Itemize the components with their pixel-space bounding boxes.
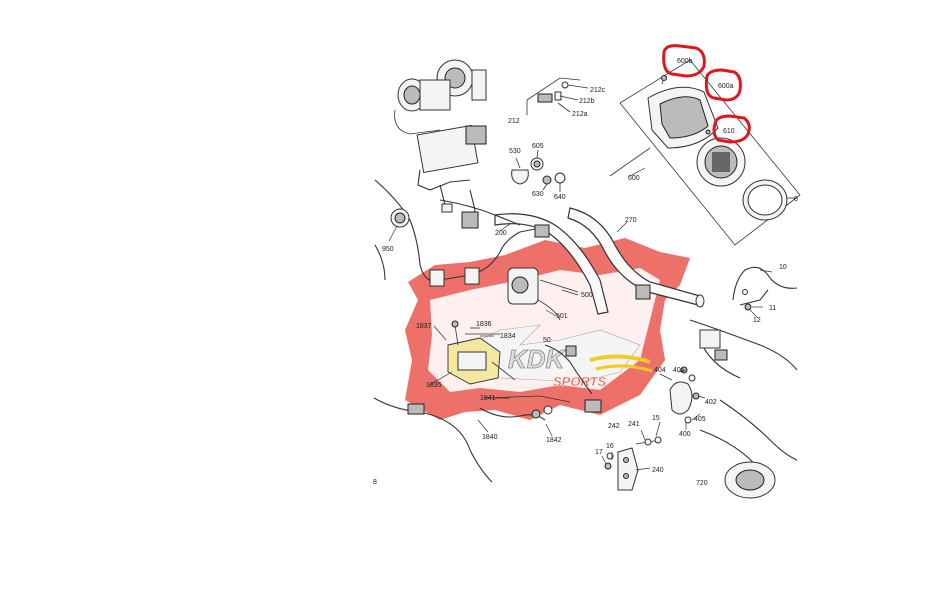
- label-240: 240: [652, 467, 664, 474]
- label-500: 500: [581, 292, 593, 299]
- highlight-marks: [662, 44, 751, 144]
- label-15: 15: [652, 415, 660, 422]
- watermark-brand-kdk: KDK: [508, 344, 567, 374]
- label-212b: 212b: [579, 98, 595, 105]
- sensor-500: [507, 267, 579, 321]
- label-212c: 212c: [590, 87, 606, 94]
- label-6: 6: [794, 196, 798, 203]
- label-241: 241: [628, 421, 640, 428]
- label-1835: 1835: [426, 382, 442, 389]
- leader-lines: [388, 167, 773, 471]
- label-17: 17: [595, 449, 603, 456]
- label-1837: 1837: [416, 323, 432, 330]
- label-720: 720: [696, 480, 708, 487]
- wire-harness-200: [373, 179, 550, 483]
- bracket-1835: [447, 320, 516, 385]
- hose-270: [494, 207, 705, 315]
- label-242: 242: [608, 423, 620, 430]
- label-610: 610: [723, 128, 735, 135]
- part-labels: 600b 600a 610 212c 212b 212a 212 605 530…: [373, 58, 798, 487]
- label-12: 12: [753, 317, 761, 324]
- label-405: 405: [694, 416, 706, 423]
- label-950: 950: [382, 246, 394, 253]
- label-11: 11: [769, 305, 776, 312]
- label-50: 50: [543, 337, 551, 344]
- label-270: 270: [625, 217, 637, 224]
- label-404: 404: [654, 367, 666, 374]
- label-1836: 1836: [476, 321, 492, 328]
- label-600: 600: [628, 175, 640, 182]
- label-600b: 600b: [677, 58, 693, 65]
- label-1842: 1842: [546, 437, 562, 444]
- label-1840: 1840: [482, 434, 498, 441]
- label-401: 401: [673, 367, 685, 374]
- gauge-cluster-600: [609, 59, 801, 246]
- label-640: 640: [554, 194, 566, 201]
- harness-50: [544, 344, 602, 413]
- watermark-logo: KDK SPORTS: [405, 238, 690, 420]
- label-212a: 212a: [572, 111, 588, 118]
- label-600a: 600a: [718, 83, 734, 90]
- label-530: 530: [509, 148, 521, 155]
- label-8: 8: [373, 479, 377, 486]
- throttle-body-assembly: [394, 59, 487, 229]
- label-16: 16: [606, 443, 614, 450]
- label-1834: 1834: [500, 333, 516, 340]
- label-10: 10: [779, 264, 787, 271]
- wire-harness-10: [689, 266, 798, 499]
- bracket-240: [604, 436, 662, 491]
- label-630: 630: [532, 191, 544, 198]
- label-1841: 1841: [480, 395, 496, 402]
- label-212: 212: [508, 118, 520, 125]
- connector-212-group: [526, 77, 589, 115]
- relay-400: [669, 366, 700, 424]
- label-605: 605: [532, 143, 544, 150]
- sensor-1840: [479, 395, 571, 421]
- sensor-group-530: [511, 149, 566, 192]
- label-402: 402: [705, 399, 717, 406]
- label-501: 501: [556, 313, 568, 320]
- label-400: 400: [679, 431, 691, 438]
- watermark-brand-sports: SPORTS: [553, 374, 607, 389]
- label-200: 200: [495, 230, 507, 237]
